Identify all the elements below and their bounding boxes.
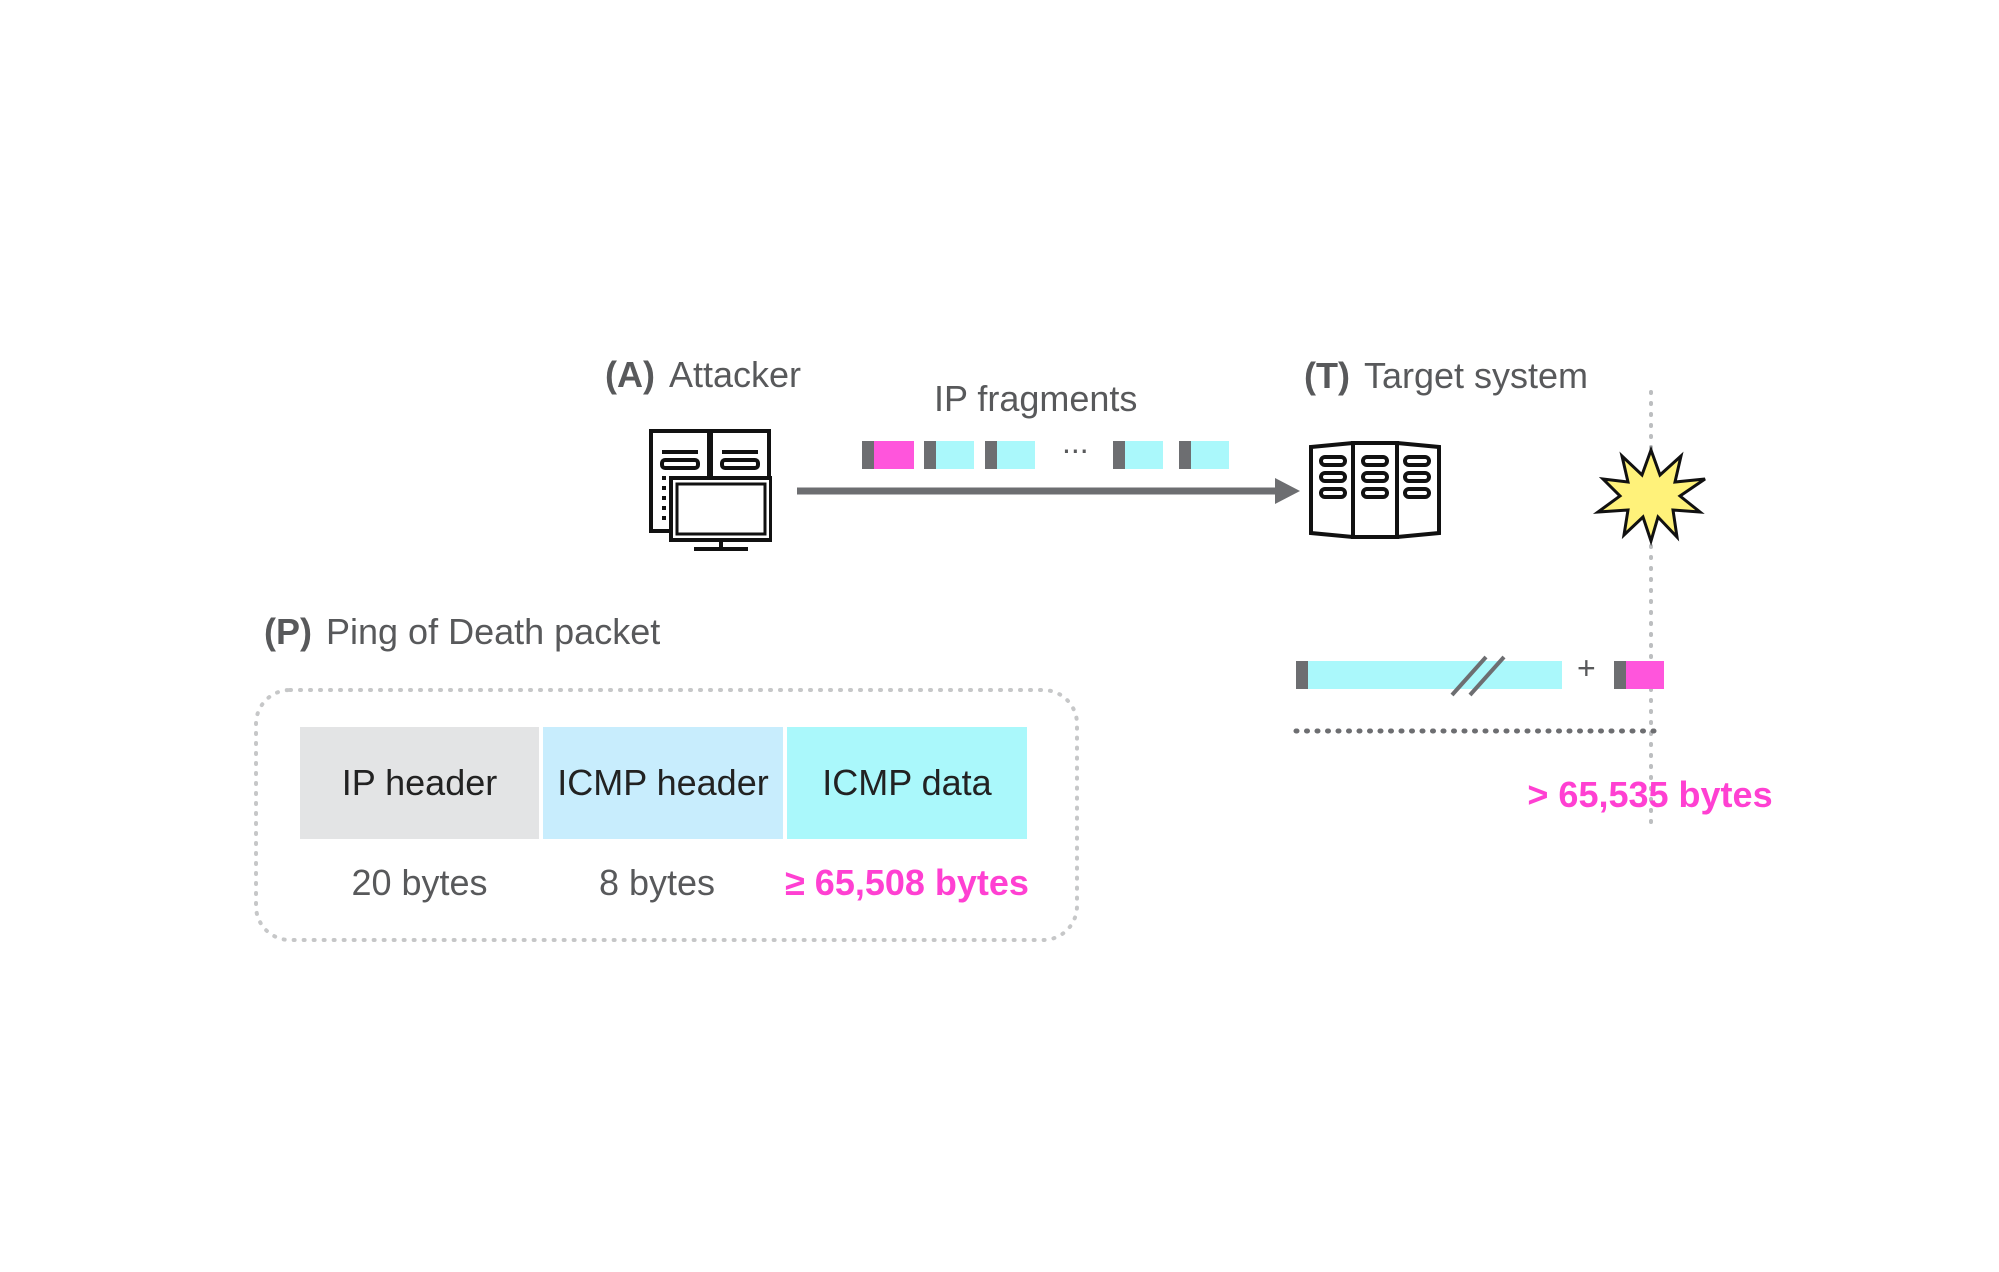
computer-and-servers-icon bbox=[649, 429, 772, 551]
reassembled-packet bbox=[1296, 661, 1562, 689]
fragment-body bbox=[1191, 441, 1229, 469]
fragment bbox=[1113, 441, 1163, 469]
fragment-body bbox=[1626, 661, 1664, 689]
break-marks-icon bbox=[1450, 655, 1506, 697]
fragment-overflow bbox=[862, 441, 914, 469]
fragment bbox=[1179, 441, 1229, 469]
fragment-header bbox=[924, 441, 936, 469]
packet-group-border bbox=[254, 688, 1079, 942]
fragment-body bbox=[874, 441, 914, 469]
fragment-body bbox=[997, 441, 1035, 469]
target-label: (T) Target system bbox=[1304, 355, 1588, 397]
fragment-header bbox=[1113, 441, 1125, 469]
ip-header-cell: IP header bbox=[300, 727, 539, 839]
target-title: Target system bbox=[1363, 355, 1589, 396]
fragment-body bbox=[936, 441, 974, 469]
target-tag: (T) bbox=[1304, 355, 1350, 396]
overflow-fragment bbox=[1614, 661, 1664, 689]
packet-title: Ping of Death packet bbox=[326, 611, 661, 652]
fragment-body bbox=[1308, 661, 1562, 689]
transfer-arrow bbox=[797, 478, 1300, 504]
fragments-ellipsis: ... bbox=[1062, 424, 1089, 460]
fragment-header bbox=[985, 441, 997, 469]
icmp-data-size: ≥ 65,508 bytes bbox=[785, 862, 1029, 903]
server-rack-icon bbox=[1309, 441, 1441, 539]
attacker-title: Attacker bbox=[668, 354, 802, 395]
fragment-body bbox=[1125, 441, 1163, 469]
fragment-header bbox=[862, 441, 874, 469]
reassembled-size: > 65,535 bytes bbox=[1527, 774, 1773, 815]
transfer-label: IP fragments bbox=[934, 378, 1138, 419]
fragment-header bbox=[1179, 441, 1191, 469]
plus-sign: + bbox=[1577, 650, 1596, 686]
fragment-header bbox=[1614, 661, 1626, 689]
packet-tag: (P) bbox=[264, 611, 312, 652]
explosion-icon bbox=[1592, 445, 1706, 547]
fragment bbox=[985, 441, 1035, 469]
packet-label: (P) Ping of Death packet bbox=[264, 611, 660, 653]
attacker-tag: (A) bbox=[605, 354, 655, 395]
icmp-header-cell: ICMP header bbox=[543, 727, 783, 839]
icmp-header-size: 8 bytes bbox=[598, 862, 716, 903]
attacker-label: (A) Attacker bbox=[605, 354, 801, 396]
icmp-data-cell: ICMP data bbox=[787, 727, 1027, 839]
ip-header-size: 20 bytes bbox=[351, 862, 488, 903]
fragment bbox=[924, 441, 974, 469]
fragment-header bbox=[1296, 661, 1308, 689]
